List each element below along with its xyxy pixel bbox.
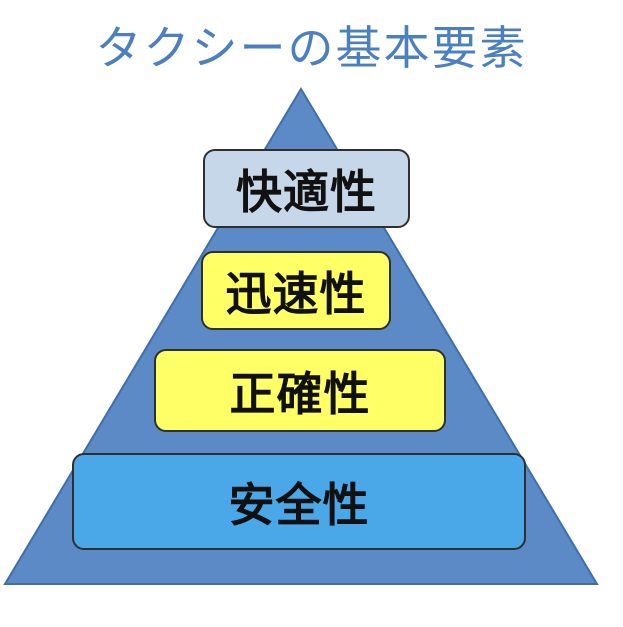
tier-comfort: 快適性: [203, 149, 410, 228]
diagram-title: タクシーの基本要素: [95, 21, 528, 75]
tier-accuracy: 正確性: [154, 349, 446, 432]
tier-speed: 迅速性: [201, 251, 391, 330]
tier-safety: 安全性: [72, 453, 526, 550]
